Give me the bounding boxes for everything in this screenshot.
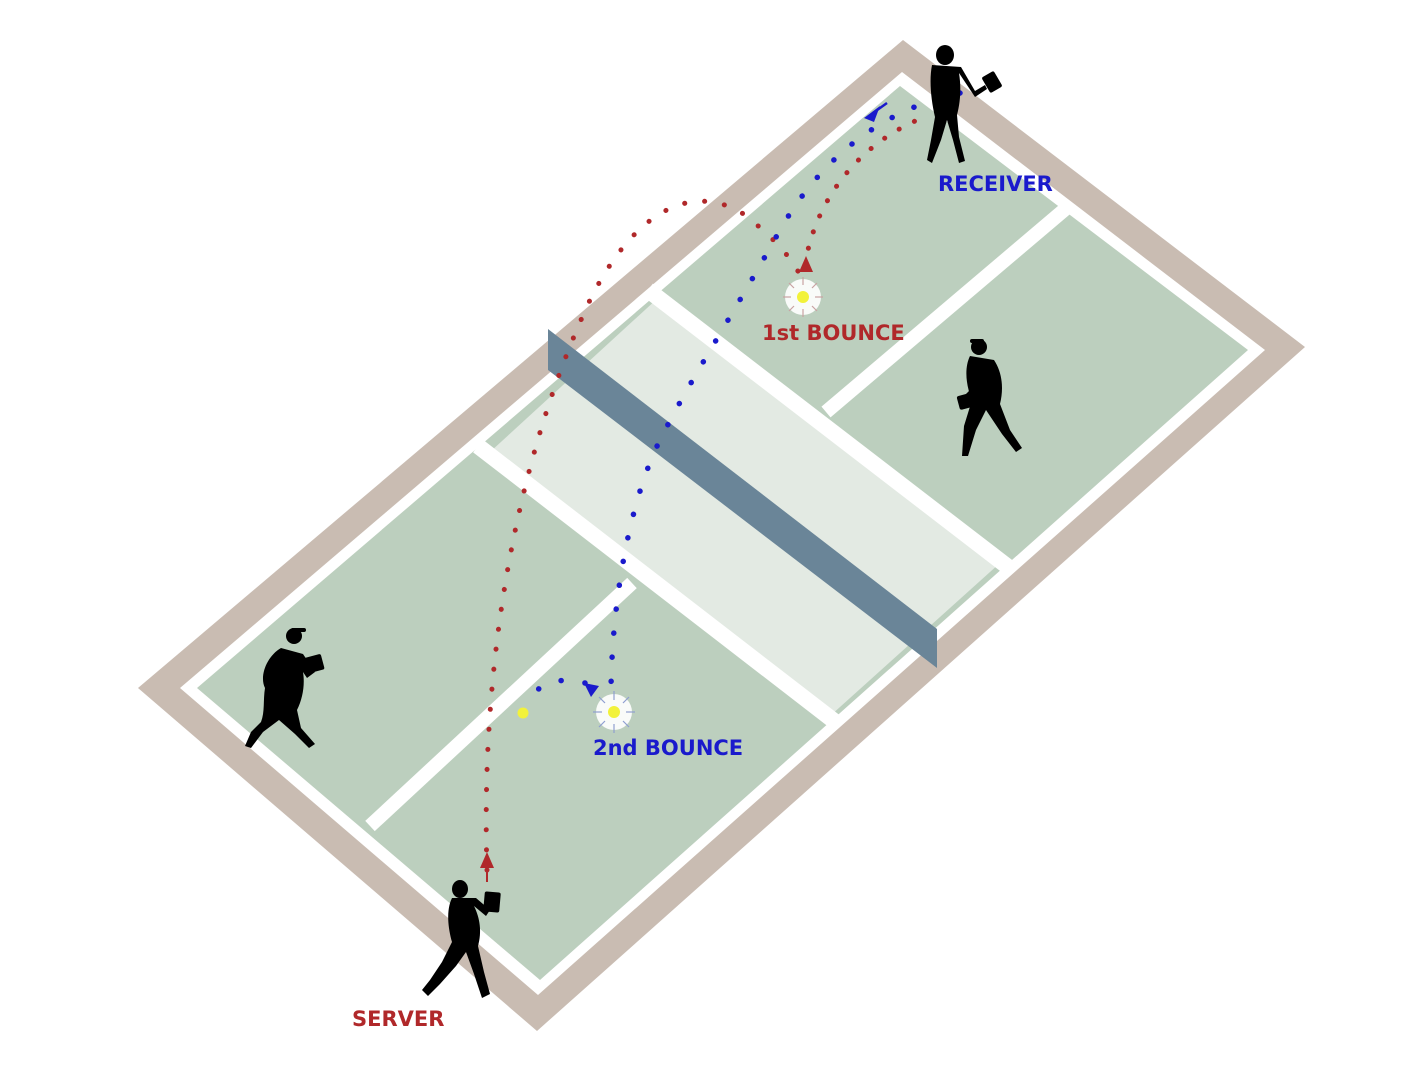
second-bounce-label: 2nd BOUNCE <box>593 736 743 760</box>
server-player-icon <box>422 880 501 998</box>
return-path <box>522 90 963 703</box>
server-label: SERVER <box>352 1007 444 1031</box>
serve-arrow-icon <box>480 852 494 868</box>
near-nvz-line <box>473 439 843 731</box>
receiver-player-icon <box>927 45 1002 163</box>
second-bounce-arrow-icon <box>584 683 599 697</box>
ball <box>517 707 529 719</box>
first-bounce-label: 1st BOUNCE <box>762 321 905 345</box>
net <box>548 329 937 668</box>
serve-path <box>480 112 933 882</box>
first-bounce-arrow-icon <box>799 256 813 272</box>
receiver-label: RECEIVER <box>938 172 1053 196</box>
second-bounce-burst <box>593 691 635 733</box>
server-partner-player-icon <box>245 628 325 748</box>
receiver-partner-player-icon <box>956 339 1022 456</box>
first-bounce-burst <box>783 277 823 317</box>
far-nvz-line <box>643 283 1017 577</box>
far-centerline <box>821 199 1075 418</box>
near-centerline <box>365 577 637 832</box>
